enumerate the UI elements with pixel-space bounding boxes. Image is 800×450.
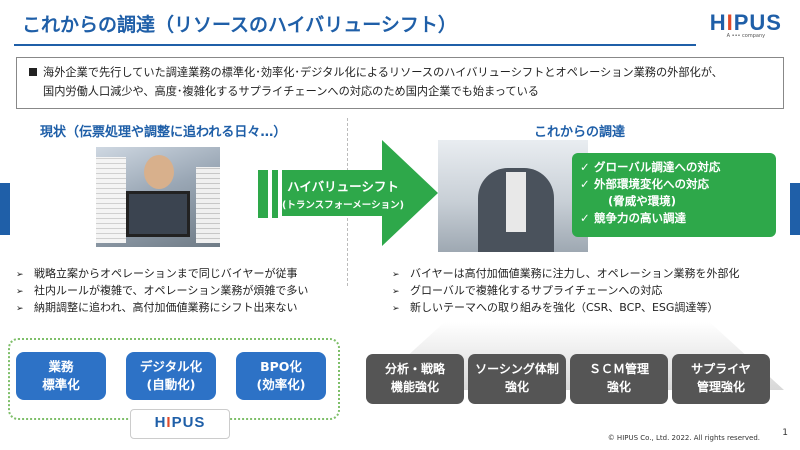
goal-subtext: (脅威や環境) [608,194,677,208]
summary-text-1: 海外企業で先行していた調達業務の標準化･効率化･デジタル化によるリソースのハイバ… [43,66,723,79]
box-line-1: ソーシング体制 [475,362,559,376]
square-bullet-icon [29,68,37,76]
shirt-shape [506,172,526,232]
check-icon: ✓ [580,211,590,225]
right-edge-bar [790,183,800,235]
check-icon: ✓ [580,160,590,174]
bpo-box: BPO化 (効率化) [236,352,326,400]
arrow-bullet-icon: ➢ [392,287,400,297]
box-line-1: 分析・戦略 [384,362,445,376]
digitalization-box: デジタル化 (自動化) [126,352,216,400]
list-item-text: バイヤーは高付加価値業務に注力し、オペレーション業務を外部化 [410,267,740,280]
future-state-heading: これからの調達 [534,125,626,140]
stressed-worker-photo [96,147,220,247]
box-line-1: デジタル化 [139,359,203,374]
page-title: これからの調達（リソースのハイバリューシフト） [22,14,457,36]
paper-stack [196,167,220,243]
list-item: ➢ バイヤーは高付加価値業務に注力し、オペレーション業務を外部化 [392,266,739,283]
transformation-arrow: ハイバリューシフト (トランスフォーメーション) [258,140,438,246]
arrow-bullet-icon: ➢ [16,270,24,280]
computer-monitor [126,191,190,237]
list-item-text: グローバルで複雑化するサプライチェーンへの対応 [410,284,663,297]
brand-logo: HIPUS A ••• company [710,10,782,39]
page-number: 1 [782,428,788,438]
box-line-1: 業務 [48,359,74,374]
arrow-label-main: ハイバリューシフト [287,179,399,194]
box-line-2: 強化 [504,380,529,394]
goal-text: グローバル調達への対応 [594,160,721,174]
summary-line-2: 国内労働人口減少や、高度･複雑化するサプライチェーンへの対応のため国内企業でも始… [43,85,539,98]
list-item-text: 納期調整に追われ、高付加価値業務にシフト出来ない [34,301,298,314]
box-line-2: (自動化) [146,377,196,392]
future-goals-box: ✓ グローバル調達への対応 ✓ 外部環境変化への対応 (脅威や環境) ✓ 競争力の高い… [572,153,776,237]
supplier-mgmt-box: サプライヤ管理強化 [672,354,770,404]
paper-stack [96,157,126,243]
goal-item: ✓ 外部環境変化への対応 [580,176,768,193]
arrow-right-icon [282,140,438,246]
box-line-2: 強化 [606,380,631,394]
goal-item: ✓ 競争力の高い調達 [580,210,768,227]
arrow-bullet-icon: ➢ [392,270,400,280]
logo-tagline: A ••• company [726,33,766,39]
list-item: ➢ 戦略立案からオペレーションまで同じバイヤーが従事 [16,266,308,283]
title-underline [14,44,696,46]
arrow-label: ハイバリューシフト (トランスフォーメーション) [278,176,408,211]
arrow-tail-band [272,170,278,218]
box-line-1: BPO化 [260,359,302,374]
summary-box: 海外企業で先行していた調達業務の標準化･効率化･デジタル化によるリソースのハイバ… [16,57,784,109]
current-issues-list: ➢ 戦略立案からオペレーションまで同じバイヤーが従事 ➢ 社内ルールが複雑で、オペレ… [16,266,308,317]
copyright-notice: © HIPUS Co., Ltd. 2022. All rights reser… [607,434,760,442]
logo-wordmark: HIPUS [154,414,206,431]
current-state-heading: 現状（伝票処理や調整に追われる日々…） [40,125,287,140]
arrow-tail-band [258,170,268,218]
check-icon: ✓ [580,177,590,191]
goal-text: 競争力の高い調達 [594,211,686,225]
standardization-box: 業務標準化 [16,352,106,400]
arrow-bullet-icon: ➢ [392,304,400,314]
sourcing-box: ソーシング体制強化 [468,354,566,404]
summary-line-1: 海外企業で先行していた調達業務の標準化･効率化･デジタル化によるリソースのハイバ… [29,63,773,82]
box-line-1: ＳＣＭ管理 [588,362,649,376]
goal-text: 外部環境変化への対応 [594,177,709,191]
arrow-bullet-icon: ➢ [16,287,24,297]
list-item-text: 新しいテーマへの取り組みを強化（CSR、BCP、ESG調達等） [410,301,719,314]
box-line-2: 管理強化 [696,380,745,394]
person-head [144,155,174,189]
box-line-2: (効率化) [256,377,306,392]
scm-box: ＳＣＭ管理強化 [570,354,668,404]
logo-wordmark: HIPUS [709,10,782,35]
list-item: ➢ 新しいテーマへの取り組みを強化（CSR、BCP、ESG調達等） [392,300,739,317]
future-points-list: ➢ バイヤーは高付加価値業務に注力し、オペレーション業務を外部化 ➢ グローバルで複… [392,266,739,317]
list-item: ➢ グローバルで複雑化するサプライチェーンへの対応 [392,283,739,300]
arrow-label-sub: (トランスフォーメーション) [282,200,404,211]
list-item-text: 社内ルールが複雑で、オペレーション業務が煩雑で多い [34,284,309,297]
businessman-photo [438,140,588,252]
list-item-text: 戦略立案からオペレーションまで同じバイヤーが従事 [34,267,298,280]
box-line-2: 機能強化 [390,380,439,394]
arrow-bullet-icon: ➢ [16,304,24,314]
goal-item: ✓ グローバル調達への対応 [580,159,768,176]
list-item: ➢ 社内ルールが複雑で、オペレーション業務が煩雑で多い [16,283,308,300]
left-edge-bar [0,183,10,235]
hipus-badge-logo: HIPUS [130,409,230,439]
box-line-1: サプライヤ [691,362,751,376]
box-line-2: 標準化 [42,377,80,392]
analysis-strategy-box: 分析・戦略機能強化 [366,354,464,404]
list-item: ➢ 納期調整に追われ、高付加価値業務にシフト出来ない [16,300,308,317]
